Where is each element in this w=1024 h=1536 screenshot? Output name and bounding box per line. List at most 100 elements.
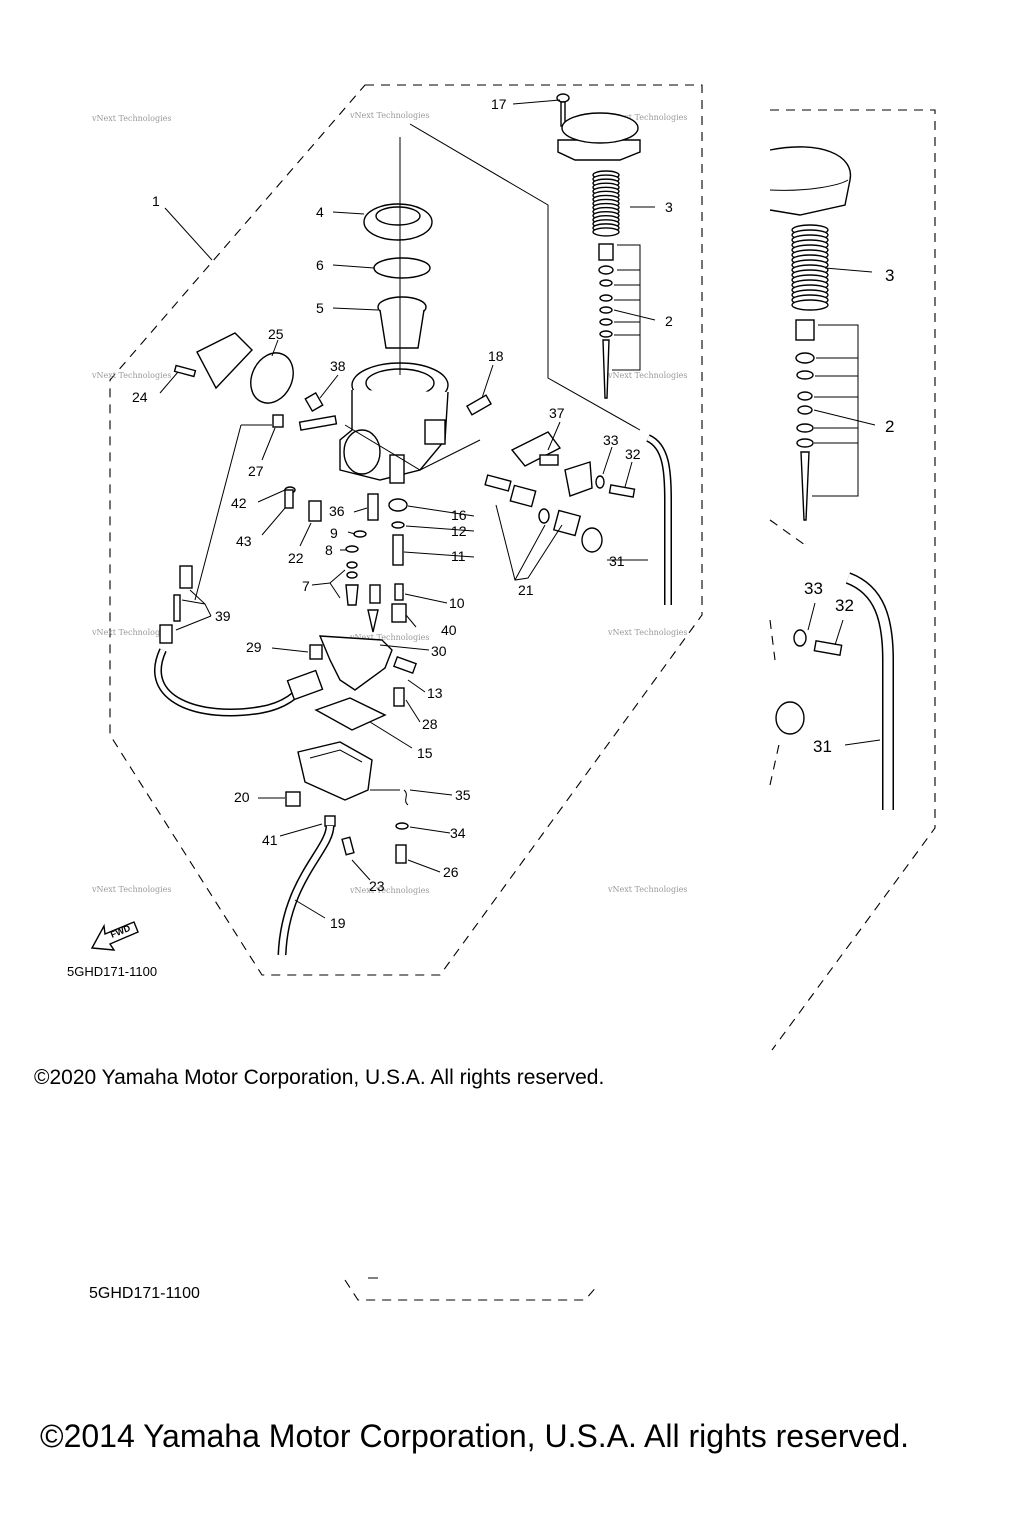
callout-41: 41	[262, 832, 278, 848]
callout-42: 42	[231, 495, 247, 511]
part-41-clamp	[324, 815, 336, 827]
part-2-needle-set	[598, 243, 614, 399]
leader-lines	[159, 99, 881, 919]
callout-32: 32	[625, 446, 641, 462]
callout-8: 8	[325, 542, 333, 558]
callout-19: 19	[330, 915, 346, 931]
callout-12: 12	[451, 523, 467, 539]
part-9-ring	[353, 530, 367, 538]
part-7-screw-set	[345, 561, 381, 633]
part-33-washer	[595, 475, 605, 489]
callout-21: 21	[518, 582, 534, 598]
part-16-jet	[388, 498, 408, 512]
callout-13: 13	[427, 685, 443, 701]
callout-20: 20	[234, 789, 250, 805]
part-28-screw	[393, 687, 405, 707]
callout-15: 15	[417, 745, 433, 761]
watermark-text: vNext Technologies	[91, 114, 171, 123]
watermark-text: vNext Technologies	[349, 886, 429, 895]
part-35-clip	[403, 789, 409, 806]
part-25-cover	[196, 332, 294, 404]
callout-7: 7	[302, 578, 310, 594]
watermark-text: vNext Technologies	[349, 111, 429, 120]
watermark-text: vNext Technologies	[607, 885, 687, 894]
part-10-jet	[394, 583, 404, 601]
copyright-2020: ©2020 Yamaha Motor Corporation, U.S.A. A…	[34, 1066, 605, 1089]
part-11-tube	[392, 534, 404, 566]
detail-callout-2: 2	[885, 417, 894, 436]
diagram-ref-code: 5GHD171-1100	[67, 964, 157, 979]
part-37-assembly	[510, 431, 593, 497]
part-21-assembly	[484, 474, 603, 553]
detail-edge-upper	[769, 519, 806, 546]
callout-27: 27	[248, 463, 264, 479]
callout-40: 40	[441, 622, 457, 638]
part-23-screw	[341, 836, 355, 856]
part-43-screw	[284, 489, 294, 509]
watermark-text: vNext Technologies	[91, 628, 171, 637]
part-39-cable	[159, 565, 193, 644]
part-36-tube	[367, 493, 379, 521]
callout-2: 2	[665, 313, 673, 329]
callout-38: 38	[330, 358, 346, 374]
callout-16: 16	[451, 507, 467, 523]
part-29-screw	[309, 644, 323, 660]
callout-17: 17	[491, 96, 507, 112]
part-30-bracket	[318, 635, 418, 691]
watermark-text: vNext Technologies	[349, 633, 429, 642]
main-group-outline	[109, 84, 703, 976]
detail-callout-33: 33	[804, 579, 823, 598]
part-8-washer	[345, 545, 359, 553]
part-22-plug	[308, 500, 322, 522]
detail-spring	[791, 224, 829, 311]
callout-29: 29	[246, 639, 262, 655]
cable-fitting	[286, 669, 324, 701]
spring-coil	[592, 227, 620, 237]
callout-5: 5	[316, 300, 324, 316]
callout-35: 35	[455, 787, 471, 803]
callout-37: 37	[549, 405, 565, 421]
callout-28: 28	[422, 716, 438, 732]
diagram-ref-code-repeat: 5GHD171-1100	[89, 1285, 200, 1302]
callout-22: 22	[288, 550, 304, 566]
spring-coil	[791, 299, 829, 311]
callout-6: 6	[316, 257, 324, 273]
detail-edge-lower	[769, 739, 781, 786]
detail-group-outline	[770, 109, 936, 1051]
detail-cap	[775, 701, 805, 735]
watermark-text: vNext Technologies	[91, 371, 171, 380]
part-18-fitting	[466, 394, 492, 416]
callout-23: 23	[369, 878, 385, 894]
detail-callout-3: 3	[885, 266, 894, 285]
callout-43: 43	[236, 533, 252, 549]
detail-cover	[769, 146, 852, 216]
part-40-cap	[391, 603, 407, 623]
part-20-screw	[285, 791, 301, 807]
part-top-cover	[557, 112, 641, 161]
fwd-arrow-icon: FWD	[90, 921, 139, 951]
callout-24: 24	[132, 389, 148, 405]
part-4-diaphragm	[363, 203, 433, 241]
part-38-plug	[304, 391, 324, 413]
watermark-text: vNext Technologies	[607, 371, 687, 380]
part-12-ring	[391, 521, 405, 529]
watermark-text: vNext Technologies	[607, 113, 687, 122]
copyright-2014: ©2014 Yamaha Motor Corporation, U.S.A. A…	[40, 1418, 910, 1454]
watermark-text: vNext Technologies	[607, 628, 687, 637]
callout-1: 1	[152, 193, 160, 209]
callout-3: 3	[665, 199, 673, 215]
callout-33: 33	[603, 432, 619, 448]
detail-33-washer	[793, 629, 807, 647]
callout-18: 18	[488, 348, 504, 364]
detail-callout-31: 31	[813, 737, 832, 756]
callout-34: 34	[450, 825, 466, 841]
callout-11: 11	[451, 548, 466, 564]
callout-25: 25	[268, 326, 284, 342]
callout-39: 39	[215, 608, 231, 624]
detail-edge-left	[769, 619, 776, 661]
callout-26: 26	[443, 864, 459, 880]
callout-30: 30	[431, 643, 447, 659]
part-26-screw	[395, 844, 407, 864]
callout-9: 9	[330, 525, 338, 541]
